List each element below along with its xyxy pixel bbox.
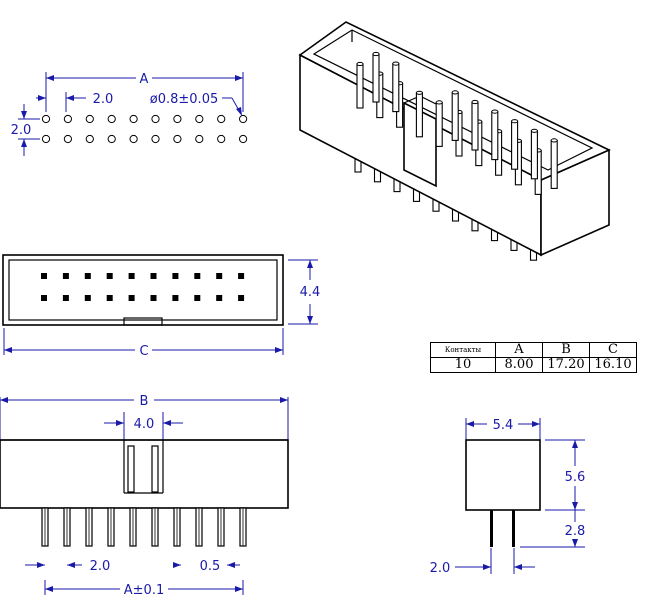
top-view-pin: [172, 295, 179, 301]
isometric-view: [298, 21, 611, 261]
dim-row-pitch: 2.0: [11, 123, 32, 138]
iso-top-pin-cap: [471, 99, 479, 105]
side-view: 5.4 5.6 2.8 2.0: [430, 418, 586, 576]
pin-hole: [173, 114, 182, 124]
iso-top-pin: [471, 101, 479, 151]
spec-c-value: 16.10: [589, 357, 637, 373]
top-view-pin: [62, 273, 69, 279]
top-view-pin: [150, 295, 157, 301]
top-view-pin: [84, 295, 91, 301]
pin-hole: [239, 114, 248, 124]
dim-c: C: [139, 344, 148, 359]
iso-top-pin: [435, 101, 443, 147]
top-view-pin: [238, 295, 245, 301]
spec-table: Контакты A B C 10 8.00 17.20 16.10: [430, 342, 637, 373]
pin-hole: [173, 134, 182, 144]
pin-hole: [239, 134, 248, 144]
spec-value-row: 10 8.00 17.20 16.10: [430, 357, 637, 373]
pin-hole: [41, 134, 51, 144]
spec-header-row: Контакты A B C: [430, 342, 637, 358]
dim-height-4-4: 4.4: [300, 285, 321, 300]
pin-hole: [129, 114, 138, 124]
front-view-key-pin: [151, 445, 159, 493]
iso-top-pin-cap: [491, 109, 499, 114]
spec-a-value: 8.00: [495, 357, 543, 373]
pin-hole: [217, 114, 226, 124]
iso-top-pin: [530, 130, 538, 180]
pin-hole: [107, 114, 116, 124]
top-view-pin: [62, 295, 69, 301]
pin-hole: [63, 114, 73, 124]
iso-top-pin: [392, 63, 400, 113]
iso-top-pin-cap: [435, 100, 443, 105]
iso-top-pin: [550, 139, 558, 189]
spec-contacts-value: 10: [430, 357, 496, 373]
iso-top-pin: [356, 63, 364, 109]
top-view-pin: [216, 273, 223, 279]
pin-hole: [151, 114, 160, 124]
dim-pin-width: 0.5: [200, 559, 221, 574]
dim-b: B: [140, 394, 149, 409]
top-view-pin: [194, 295, 201, 301]
dim-side-2-8: 2.8: [565, 524, 586, 539]
pin-hole: [217, 134, 226, 144]
iso-top-pin-cap: [372, 51, 380, 57]
iso-top-pin-cap: [356, 61, 364, 67]
spec-b-value: 17.20: [542, 357, 590, 373]
top-view-pin: [128, 295, 135, 301]
pin-hole: [85, 114, 94, 124]
pin-footprint-view: A 2.0 ø0.8±0.05 2.0: [11, 72, 248, 156]
pin-hole: [107, 134, 116, 144]
iso-top-pin: [372, 53, 380, 103]
top-view-pin: [194, 273, 201, 279]
dim-a-tolerance: A±0.1: [124, 583, 164, 598]
dim-side-2-0: 2.0: [430, 561, 451, 576]
top-view-pin: [106, 273, 113, 279]
top-view-pin: [41, 295, 47, 301]
dim-pin-diameter: ø0.8±0.05: [150, 92, 218, 107]
iso-top-pin-cap: [530, 128, 538, 133]
spec-header-contacts: Контакты: [430, 342, 496, 358]
pin-hole: [151, 134, 160, 144]
top-view-pin: [150, 273, 157, 279]
iso-top-pin-cap: [550, 138, 558, 143]
spec-header-a: A: [495, 342, 543, 358]
dim-side-5-6: 5.6: [565, 470, 586, 485]
top-view-pin: [106, 295, 113, 301]
dim-pitch: 2.0: [93, 92, 114, 107]
pin-hole: [195, 114, 204, 124]
iso-top-pin-cap: [392, 61, 400, 66]
iso-top-pin: [511, 120, 519, 170]
dim-key-4-0: 4.0: [134, 417, 155, 432]
pin-hole: [85, 134, 94, 144]
top-view-pin: [172, 273, 179, 279]
pin-hole: [63, 134, 73, 144]
top-view-pin: [216, 295, 223, 301]
iso-top-pin: [415, 92, 423, 138]
top-view: 4.4 C: [2, 254, 321, 359]
pin-hole: [41, 114, 51, 124]
dim-a-footprint: A: [140, 72, 149, 87]
spec-header-c: C: [589, 342, 637, 358]
pin-hole: [195, 134, 204, 144]
dim-pitch-front: 2.0: [90, 559, 111, 574]
iso-top-pin: [451, 91, 459, 141]
top-view-pin: [84, 273, 91, 279]
front-view: B 4.0 2.0 0.5 A±0.1: [0, 394, 289, 598]
iso-top-pin-cap: [415, 90, 423, 95]
top-view-pin: [128, 273, 135, 279]
top-view-pin: [41, 273, 47, 279]
iso-top-pin-cap: [511, 119, 519, 124]
iso-top-pin: [491, 111, 499, 161]
dim-side-5-4: 5.4: [493, 418, 514, 433]
top-view-pin: [238, 273, 245, 279]
iso-top-pin-cap: [451, 90, 459, 95]
front-view-key-pin: [127, 445, 135, 493]
spec-header-b: B: [542, 342, 590, 358]
pin-hole: [129, 134, 138, 144]
